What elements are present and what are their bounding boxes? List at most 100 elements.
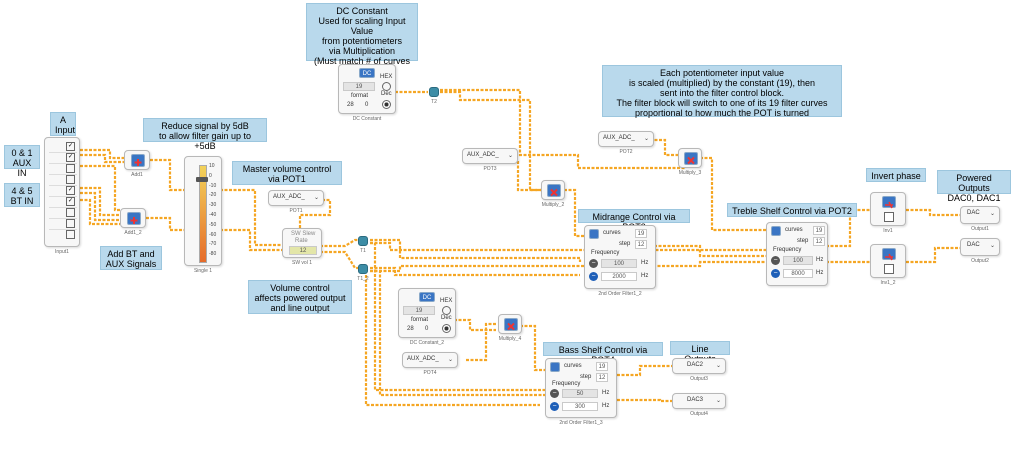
treble-f1-value[interactable]: 100 — [783, 256, 813, 265]
chevron-down-icon[interactable]: ⌄ — [507, 153, 513, 159]
treble-step-value[interactable]: 12 — [813, 237, 825, 246]
sw-rate-label: Rate — [295, 238, 308, 244]
minus-icon[interactable]: − — [589, 272, 598, 281]
chevron-down-icon[interactable]: ⌄ — [643, 136, 649, 142]
invert2-block[interactable] — [870, 244, 906, 278]
add2-block[interactable] — [120, 208, 146, 228]
output1-block[interactable]: DAC ⌄ — [960, 206, 1000, 224]
dc-dec: Dec — [381, 91, 392, 97]
treble-curves-value[interactable]: 19 — [813, 226, 825, 235]
dc-constant-caption: DC Constant — [352, 116, 382, 122]
multiply2-block[interactable] — [541, 180, 565, 200]
sw-slew-label: SW Slew — [291, 231, 316, 237]
filter-f1-unit: Hz — [641, 260, 649, 266]
pot2-label: AUX_ADC_ — [603, 135, 635, 141]
filter-midrange-block[interactable]: curves 19 step 12 Frequency − 100 Hz − 2… — [584, 225, 656, 289]
t1-node[interactable] — [358, 236, 368, 246]
dec-radio[interactable] — [382, 100, 391, 109]
filter-f2-value[interactable]: 2000 — [601, 272, 637, 281]
input-channel-list: ✓ ✓ ✓ ✓ — [49, 142, 77, 240]
treble-curves-label: curves — [785, 227, 803, 233]
note-add-bt-aux: Add BT and AUX Signals — [100, 246, 162, 270]
multiply-icon — [547, 184, 561, 197]
filter-curves-value[interactable]: 19 — [635, 229, 647, 238]
note-master-volume: Master volume control via POT1 — [232, 161, 342, 185]
gain-slider-thumb[interactable] — [196, 177, 208, 182]
chevron-down-icon[interactable]: ⌄ — [715, 363, 721, 369]
hex-radio[interactable] — [442, 306, 451, 315]
minus-icon[interactable]: − — [550, 389, 559, 398]
minus-icon[interactable]: − — [771, 269, 780, 278]
pot3-block[interactable]: AUX_ADC_ ⌄ — [462, 148, 518, 164]
treble-step-label: step — [797, 238, 809, 244]
bass-f2-unit: Hz — [602, 403, 610, 409]
sw-vol-block[interactable]: SW Slew Rate 12 — [282, 228, 322, 258]
invert1-block[interactable] — [870, 192, 906, 226]
dec-radio[interactable] — [442, 324, 451, 333]
filter-icon — [771, 226, 781, 236]
pot4-label: AUX_ADC_ — [407, 356, 439, 362]
input-block[interactable]: ✓ ✓ ✓ ✓ — [44, 137, 80, 247]
pot4-block[interactable]: AUX_ADC_ ⌄ — [402, 352, 458, 368]
output3-block[interactable]: DAC2 ⌄ — [672, 358, 726, 374]
add1-block[interactable] — [124, 150, 150, 170]
dc-v1: 28 — [347, 102, 354, 108]
bass-f1-value[interactable]: 50 — [562, 389, 598, 398]
chevron-down-icon[interactable]: ⌄ — [989, 243, 995, 249]
add-icon — [127, 212, 141, 225]
pot2-block[interactable]: AUX_ADC_ ⌄ — [598, 131, 654, 147]
invert1-caption: Inv1 — [883, 228, 893, 234]
output3-label: DAC2 — [687, 362, 704, 368]
chevron-down-icon[interactable]: ⌄ — [989, 211, 995, 217]
treble-f2-unit: Hz — [816, 270, 824, 276]
chevron-down-icon[interactable]: ⌄ — [447, 357, 453, 363]
filter-f1-value[interactable]: 100 — [601, 259, 637, 268]
dc-constant2-block[interactable]: DC 19 format 28 0 HEX Dec — [398, 288, 456, 338]
filter-step-label: step — [619, 241, 631, 247]
add-icon — [131, 154, 145, 167]
t1-2-node[interactable] — [358, 264, 368, 274]
output2-block[interactable]: DAC ⌄ — [960, 238, 1000, 256]
invert-checkbox[interactable] — [884, 264, 894, 274]
multiply3-block[interactable] — [678, 148, 702, 168]
dc-constant2-caption: DC Constant_2 — [409, 340, 445, 346]
dc-value[interactable]: 19 — [343, 82, 375, 91]
output4-block[interactable]: DAC3 ⌄ — [672, 393, 726, 409]
bass-curves-value[interactable]: 19 — [596, 362, 608, 371]
minus-icon[interactable]: − — [589, 259, 598, 268]
pot1-block[interactable]: AUX_ADC_ ⌄ — [268, 190, 324, 206]
hex-radio[interactable] — [382, 82, 391, 91]
filter-treble-block[interactable]: curves 19 step 12 Frequency − 100 Hz − 8… — [766, 222, 828, 286]
chevron-down-icon[interactable]: ⌄ — [715, 398, 721, 404]
filter-icon — [550, 362, 560, 372]
note-midrange: Midrange Control via POT3 — [578, 209, 690, 232]
minus-icon[interactable]: − — [550, 402, 559, 411]
note-input: A Input — [50, 112, 76, 136]
invert2-caption: Inv1_2 — [880, 280, 896, 286]
pot2-caption: POT2 — [619, 149, 633, 155]
filter-bass-block[interactable]: curves 19 step 12 Frequency − 50 Hz − 30… — [545, 358, 617, 418]
filter-step-value[interactable]: 12 — [635, 240, 647, 249]
bass-f2-value[interactable]: 300 — [562, 402, 598, 411]
t2-node[interactable] — [429, 87, 439, 97]
treble-f2-value[interactable]: 8000 — [783, 269, 813, 278]
minus-icon[interactable]: − — [771, 256, 780, 265]
multiply4-block[interactable] — [498, 314, 522, 334]
sw-vol-value[interactable]: 12 — [289, 246, 317, 255]
dc2-v1: 28 — [407, 326, 414, 332]
dc-v2: 0 — [365, 102, 369, 108]
gain-slider-track[interactable] — [199, 165, 207, 263]
bass-step-value[interactable]: 12 — [596, 373, 608, 382]
output1-caption: Output1 — [971, 226, 989, 232]
dc-constant-block[interactable]: DC 19 format 28 0 HEX Dec — [338, 64, 396, 114]
filter-curves-label: curves — [603, 230, 621, 236]
invert-icon — [882, 196, 896, 209]
gain-tick-label: -40 — [209, 212, 217, 218]
dc2-value[interactable]: 19 — [403, 306, 435, 315]
note-reduce-signal: Reduce signal by 5dB to allow filter gai… — [143, 118, 267, 151]
filter-icon — [589, 229, 599, 239]
note-dc-constant: DC Constant Used for scaling Input Value… — [306, 3, 418, 76]
invert-checkbox[interactable] — [884, 212, 894, 222]
chevron-down-icon[interactable]: ⌄ — [313, 195, 319, 201]
